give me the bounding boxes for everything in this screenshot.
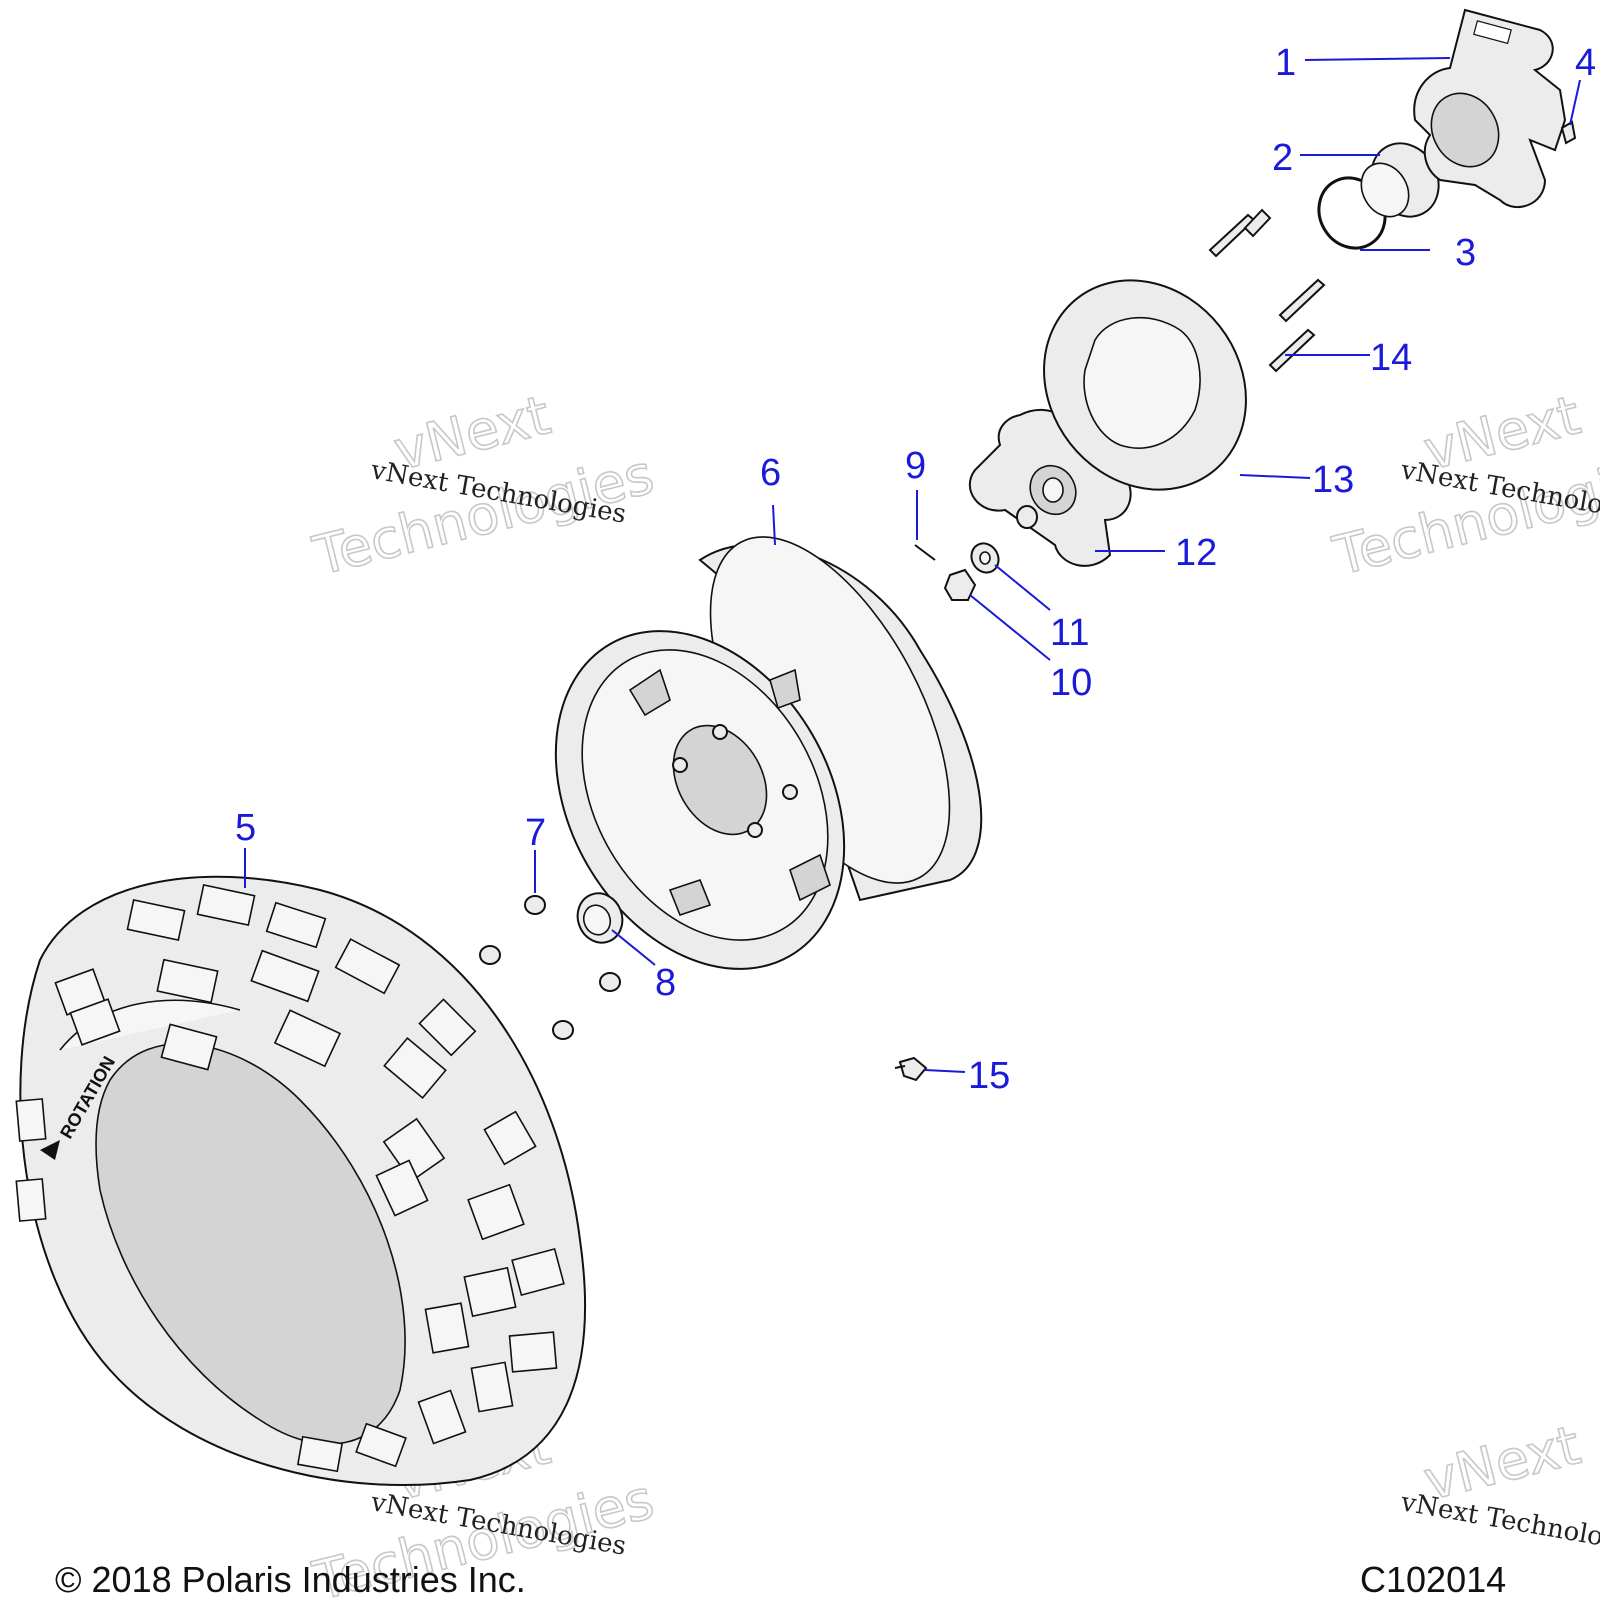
leader-10 [969, 594, 1051, 661]
copyright: © 2018 Polaris Industries Inc. [55, 1559, 526, 1600]
callout-12: 12 [1175, 532, 1217, 574]
leader-11 [994, 564, 1051, 611]
spindle-washer [970, 542, 1000, 574]
callout-9: 9 [905, 445, 926, 487]
bearing [1360, 142, 1440, 218]
watermark-top-right: vNext Technologies vNext Technologies [1326, 383, 1600, 589]
leader-1 [1304, 57, 1451, 61]
callout-8: 8 [655, 962, 676, 1004]
cotter-pin [914, 544, 936, 561]
valve-stem [894, 1056, 928, 1082]
grease-fitting [1560, 120, 1577, 145]
tire-tread [15, 883, 565, 1473]
callout-15: 15 [968, 1055, 1010, 1097]
watermark-top-left: vNext Technologies vNext Technologies [306, 383, 660, 589]
callout-11: 11 [1050, 612, 1089, 654]
callouts: 1 2 3 4 5 6 7 8 9 10 11 12 13 14 15 [235, 42, 1596, 1097]
leader-4 [1569, 79, 1581, 126]
wheel-rim [554, 536, 983, 970]
castle-nut [943, 568, 977, 601]
watermark-bottom-right: vNext vNext Technologies [1398, 1413, 1600, 1562]
callout-14: 14 [1370, 337, 1412, 379]
center-cap [576, 892, 624, 944]
brake-disc [1043, 279, 1247, 491]
callout-13: 13 [1312, 459, 1354, 501]
callout-7: 7 [525, 812, 546, 854]
leader-6 [772, 504, 776, 546]
lug-nuts [479, 895, 621, 1040]
leader-8 [611, 929, 656, 966]
watermark-line: vNext Technologies [1398, 1487, 1600, 1562]
brake-bolts [1208, 208, 1326, 373]
callout-4: 4 [1575, 42, 1596, 84]
callout-leaders [244, 57, 1581, 1073]
callout-3: 3 [1455, 232, 1476, 274]
tire: ROTATION [15, 875, 587, 1486]
leader-13 [1239, 474, 1311, 479]
callout-5: 5 [235, 807, 256, 849]
rotation-arrow-icon [40, 1140, 60, 1160]
hub-washer [1016, 505, 1038, 529]
callout-6: 6 [760, 452, 781, 494]
figure-id: C102014 [1360, 1559, 1506, 1600]
leader-15 [924, 1069, 966, 1073]
callout-1: 1 [1275, 42, 1296, 84]
steering-knuckle [1413, 8, 1567, 209]
callout-10: 10 [1050, 662, 1092, 704]
callout-2: 2 [1272, 137, 1293, 179]
